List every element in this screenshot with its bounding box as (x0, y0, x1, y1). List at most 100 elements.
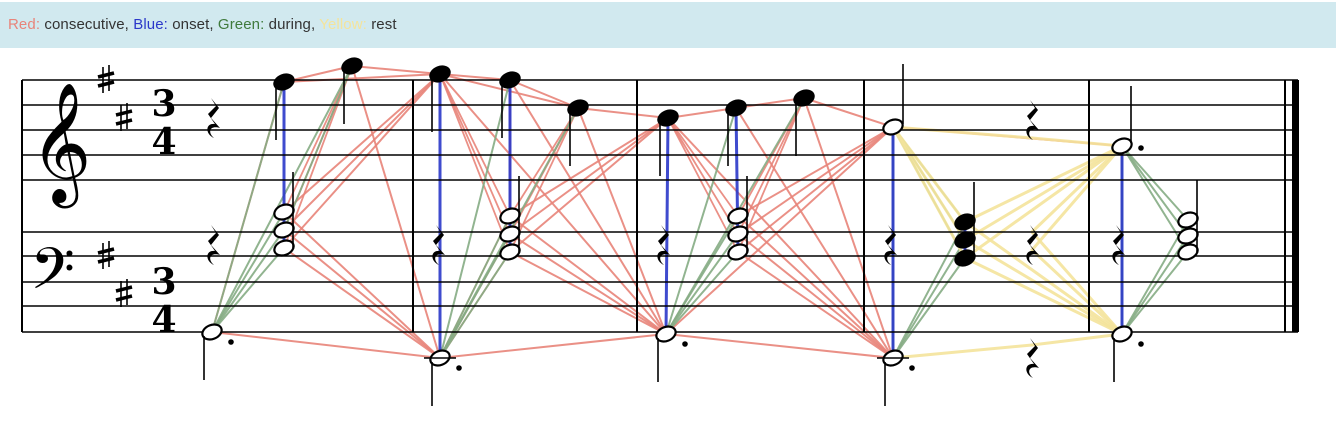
consecutive-edge (439, 73, 511, 217)
during-edge (892, 221, 966, 359)
rest-edge (891, 125, 967, 260)
consecutive-edge (735, 107, 894, 359)
melody-note-head (793, 89, 815, 107)
sharp-bar (115, 109, 133, 117)
consecutive-edge (737, 251, 894, 359)
legend-yellow-key: Yellow: (319, 16, 367, 33)
consecutive-edge (509, 79, 579, 109)
during-edge (1121, 219, 1189, 335)
bass-dotted-half-head (655, 325, 677, 343)
melody-note-head (429, 65, 451, 83)
treble-clef-icon: 𝄞 (30, 81, 91, 208)
legend-green-key: Green: (217, 16, 265, 33)
consecutive-edge (509, 233, 667, 335)
consecutive-edge (509, 117, 669, 235)
sharp-bar (97, 71, 115, 79)
augmentation-dot (682, 341, 688, 347)
edge-layer (211, 65, 1189, 360)
quarter-rest-icon (1112, 225, 1125, 265)
quarter-rest-icon (207, 225, 220, 265)
sharp-bar (97, 247, 115, 255)
consecutive-edge (283, 65, 353, 213)
augmentation-dot (456, 365, 462, 371)
quarter-rest-icon (657, 225, 670, 265)
during-edge (892, 239, 966, 359)
consecutive-edge (211, 331, 441, 359)
consecutive-edge (283, 65, 353, 249)
rest-edge (891, 125, 967, 224)
during-edge (1121, 145, 1189, 221)
legend-red-key: Red: (8, 16, 41, 33)
quarter-rest-icon (432, 225, 445, 265)
melody-note-head (273, 73, 295, 91)
sharp-icon (115, 103, 133, 131)
consecutive-edge (509, 107, 579, 217)
sharp-bar (115, 294, 133, 302)
during-edge (892, 257, 966, 359)
time-signature-top: 3 (151, 83, 176, 125)
during-edge (439, 251, 511, 359)
consecutive-edge (283, 229, 441, 359)
legend-yellow-desc: rest (366, 16, 397, 33)
consecutive-edge (283, 247, 441, 359)
consecutive-edge (509, 117, 669, 253)
consecutive-edge (439, 73, 511, 253)
during-edge (665, 251, 739, 335)
melody-note-head (725, 99, 747, 117)
rest-edge (891, 125, 1034, 140)
during-edge (211, 65, 353, 333)
consecutive-edge (509, 215, 667, 335)
augmentation-dot (909, 365, 915, 371)
consecutive-edge (439, 333, 667, 359)
quarter-rest-icon (1026, 338, 1039, 378)
rest-edge (963, 144, 1124, 224)
melody-note-head (499, 71, 521, 89)
during-edge (665, 233, 739, 335)
consecutive-edge (667, 117, 739, 217)
during-edge (665, 215, 739, 335)
rest-edge (963, 256, 1124, 336)
consecutive-edge (577, 107, 667, 335)
consecutive-edge (737, 97, 805, 253)
during-edge (439, 215, 511, 359)
during-edge (1121, 145, 1189, 237)
consecutive-edge (665, 126, 894, 335)
consecutive-edge (439, 73, 667, 335)
bass-clef-icon: 𝄢 (30, 235, 75, 317)
during-edge (211, 81, 285, 333)
melody-note-head (567, 99, 589, 117)
during-edge (439, 233, 511, 359)
melody-note-head (341, 57, 363, 75)
during-edge (283, 65, 353, 231)
consecutive-edge (283, 73, 441, 213)
quarter-rest-icon (207, 98, 220, 138)
quarter-rest-icon (1026, 100, 1039, 140)
time-signature-top: 3 (151, 261, 176, 303)
melody-note-head (657, 109, 679, 127)
augmentation-dot (1138, 341, 1144, 347)
consecutive-edge (577, 107, 669, 119)
during-edge (1121, 145, 1189, 253)
onset-edge (664, 116, 670, 336)
rest-edge (1030, 248, 1124, 336)
consecutive-edge (509, 251, 667, 335)
legend-blue-key: Blue: (133, 16, 168, 33)
bass-dotted-half-head (1111, 325, 1133, 343)
consecutive-edge (509, 117, 669, 217)
legend-red-desc: consecutive, (40, 16, 134, 33)
note-layer (201, 57, 1199, 406)
final-barline (1292, 80, 1299, 332)
consecutive-edge (509, 79, 667, 335)
consecutive-edge (667, 117, 739, 235)
legend-green-desc: during, (264, 16, 320, 33)
quarter-rest-icon (1026, 225, 1039, 265)
rest-edge (1030, 144, 1124, 234)
consecutive-edge (803, 97, 894, 128)
sharp-bar (115, 118, 133, 126)
consecutive-edge (737, 215, 894, 359)
rest-edge (963, 144, 1124, 260)
sharp-bar (97, 256, 115, 264)
rest-edge (1030, 230, 1124, 336)
